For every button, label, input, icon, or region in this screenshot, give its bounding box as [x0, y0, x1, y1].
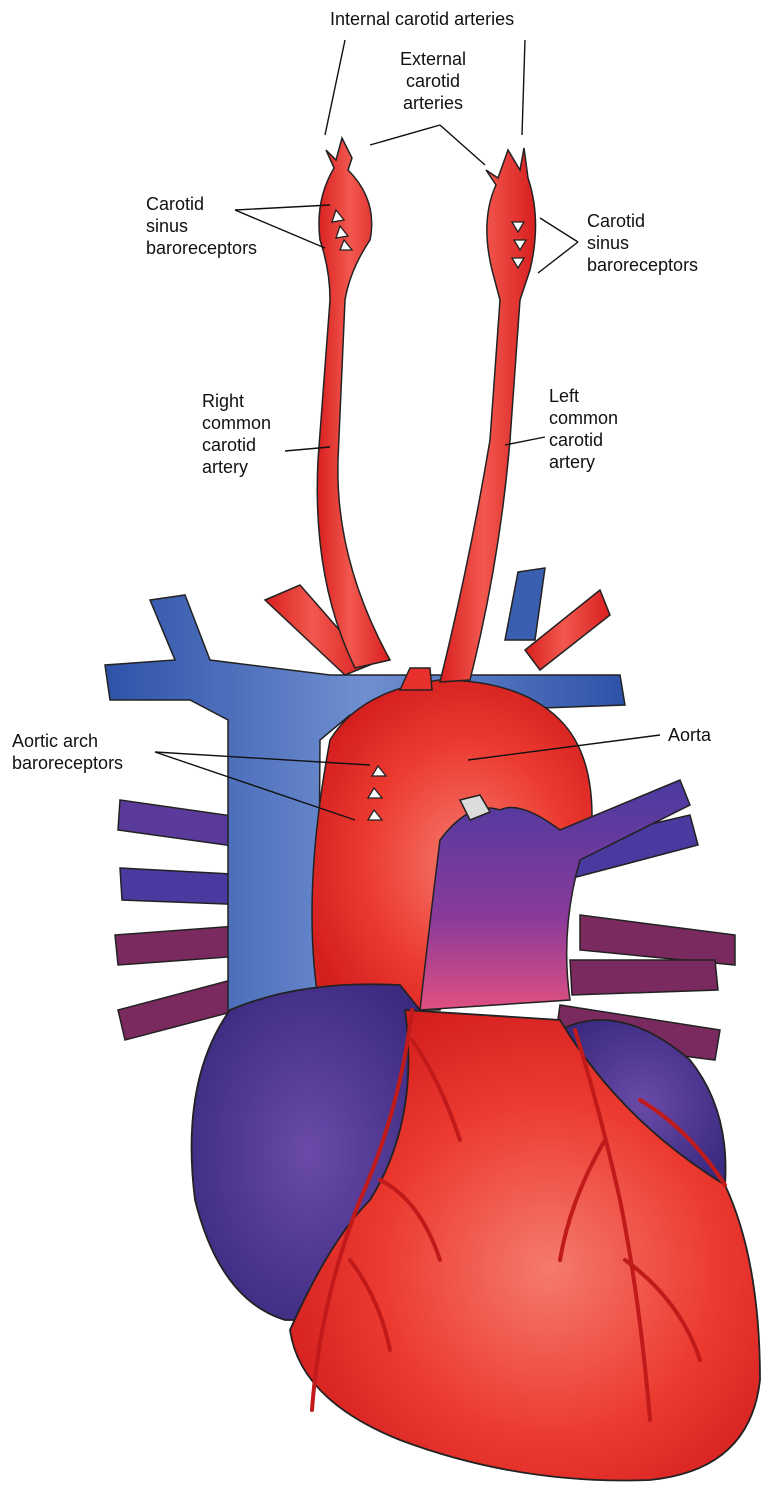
external-carotid-arteries-label: External carotid arteries: [400, 48, 466, 114]
left-common-carotid-artery-label: Left common carotid artery: [549, 385, 618, 473]
aortic-arch-baroreceptors-label: Aortic arch baroreceptors: [12, 730, 123, 774]
carotid-sinus-baroreceptors-right-label: Carotid sinus baroreceptors: [146, 193, 257, 259]
internal-carotid-arteries-label: Internal carotid arteries: [330, 8, 514, 30]
right-common-carotid-artery-label: Right common carotid artery: [202, 390, 271, 478]
aorta-label: Aorta: [668, 724, 711, 746]
right-common-carotid-artery: [317, 138, 390, 668]
carotid-sinus-baroreceptors-left-label: Carotid sinus baroreceptors: [587, 210, 698, 276]
heart: [192, 984, 760, 1480]
